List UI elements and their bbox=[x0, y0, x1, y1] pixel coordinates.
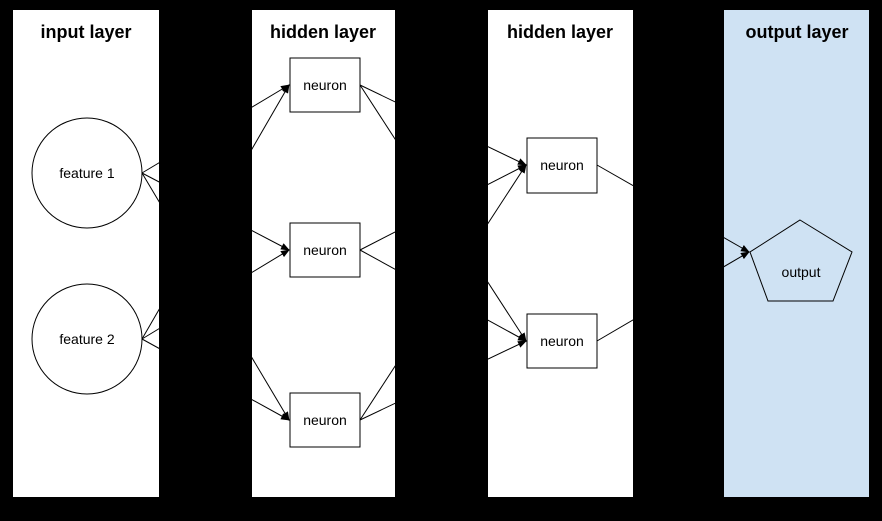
node-h1-neuron-1 bbox=[289, 57, 361, 113]
output-layer-title: output layer bbox=[745, 22, 848, 42]
node-label-h2-neuron-1: neuron bbox=[540, 157, 584, 173]
node-feature-2 bbox=[31, 283, 143, 395]
node-label-h2-neuron-2: neuron bbox=[540, 333, 584, 349]
node-output bbox=[749, 219, 853, 302]
input-layer-title: input layer bbox=[40, 22, 131, 42]
node-h1-neuron-2 bbox=[289, 222, 361, 278]
node-label-h1-neuron-3: neuron bbox=[303, 412, 347, 428]
node-label-feature-2: feature 2 bbox=[59, 331, 114, 347]
node-h1-neuron-3 bbox=[289, 392, 361, 448]
hidden-layer-2-panel bbox=[488, 10, 633, 497]
node-label-h1-neuron-1: neuron bbox=[303, 77, 347, 93]
node-h2-neuron-2 bbox=[526, 313, 598, 369]
node-label-h1-neuron-2: neuron bbox=[303, 242, 347, 258]
node-label-feature-1: feature 1 bbox=[59, 165, 114, 181]
node-label-output: output bbox=[782, 264, 821, 280]
node-feature-1 bbox=[31, 117, 143, 229]
hidden-layer-1-title: hidden layer bbox=[270, 22, 376, 42]
hidden-layer-2-title: hidden layer bbox=[507, 22, 613, 42]
node-h2-neuron-1 bbox=[526, 137, 598, 194]
input-layer-panel bbox=[13, 10, 159, 497]
